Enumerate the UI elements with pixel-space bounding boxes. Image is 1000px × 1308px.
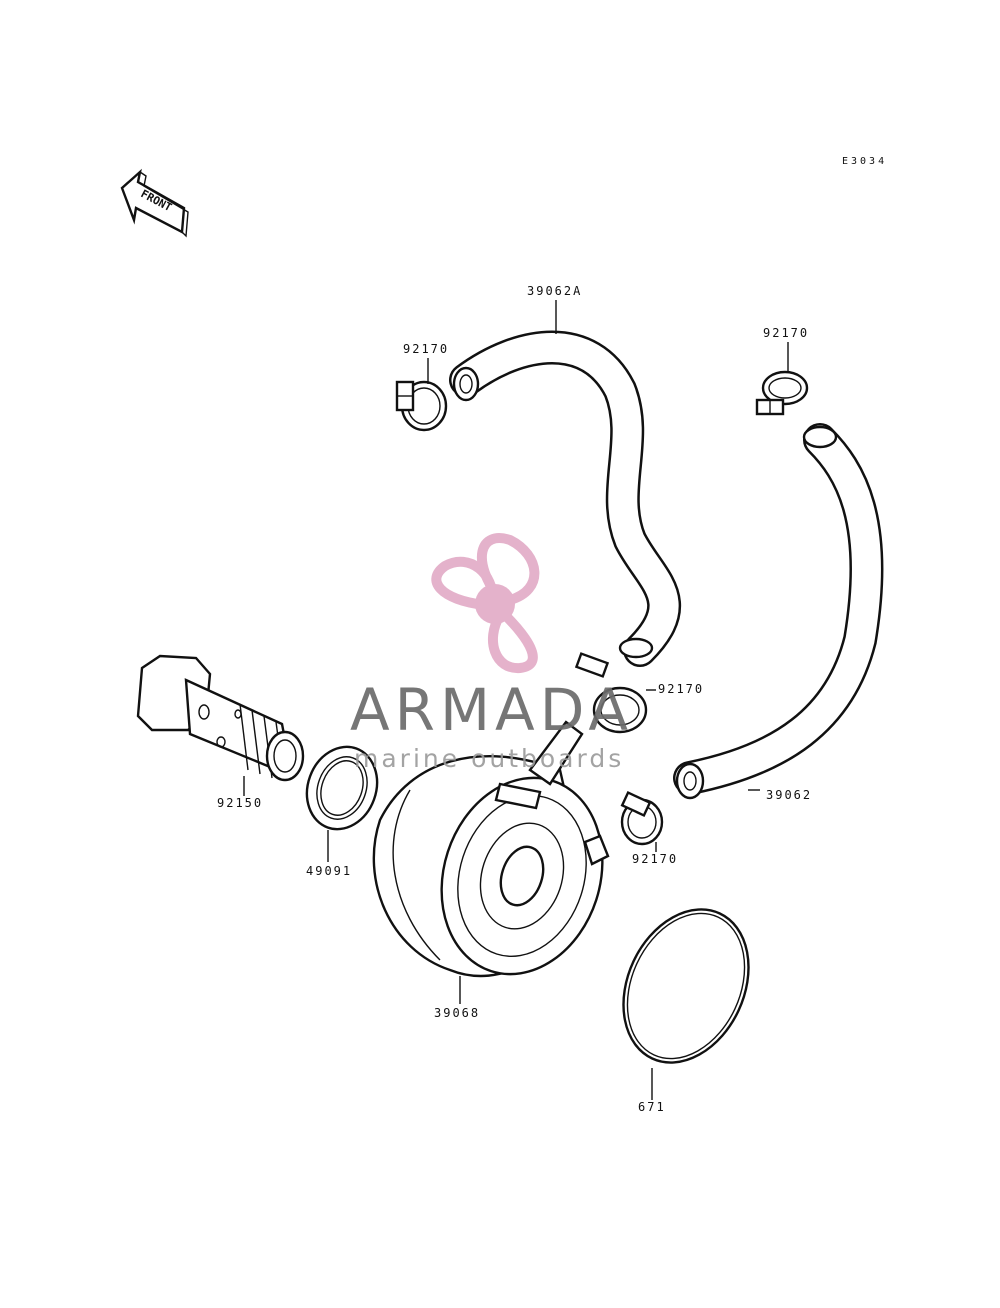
part-label-39062a: 39062A — [527, 284, 583, 298]
leader-lines — [243, 300, 789, 1100]
armada-propeller-logo — [431, 533, 540, 674]
hose-clamp-mid-upper — [574, 652, 648, 734]
part-label-39062: 39062 — [766, 788, 813, 802]
part-label-39068: 39068 — [434, 1006, 481, 1020]
part-label-671: 671 — [638, 1100, 666, 1114]
hose-39062 — [673, 423, 884, 800]
diagram-code: E3034 — [842, 156, 888, 167]
part-label-92170-top-right: 92170 — [763, 326, 810, 340]
watermark-title: ARMADA — [350, 676, 634, 744]
hose-39062a — [449, 330, 682, 667]
gasket-49091 — [305, 745, 379, 831]
banjo-bolt-92150 — [136, 654, 305, 782]
front-direction-arrow: FRONT — [120, 168, 189, 238]
hose-clamp-top-left — [395, 380, 448, 432]
part-label-92150: 92150 — [217, 796, 264, 810]
hose-clamp-mid-lower — [620, 790, 664, 846]
part-label-49091: 49091 — [306, 864, 353, 878]
o-ring-671 — [622, 908, 750, 1064]
part-label-92170-mid-upper: 92170 — [658, 682, 705, 696]
hose-clamp-top-right — [755, 370, 809, 416]
watermark-subtitle: marine outboards — [354, 744, 625, 773]
part-label-92170-top-left: 92170 — [403, 342, 450, 356]
part-label-92170-mid-lower: 92170 — [632, 852, 679, 866]
oil-cooler-39068 — [372, 720, 610, 978]
